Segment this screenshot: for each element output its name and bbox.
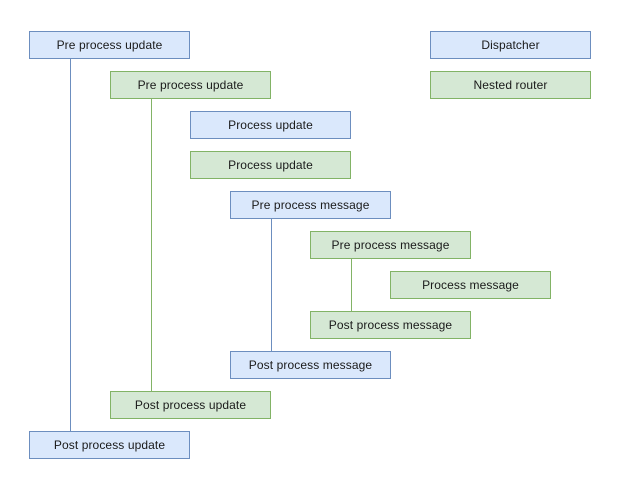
node-post-process-update-dispatcher[interactable]: Post process update <box>29 431 190 459</box>
node-process-message-router[interactable]: Process message <box>390 271 551 299</box>
edge-pre-message-to-post-message-router <box>351 259 352 311</box>
node-process-update-dispatcher[interactable]: Process update <box>190 111 351 139</box>
legend-item-dispatcher[interactable]: Dispatcher <box>430 31 591 59</box>
node-pre-process-message-router[interactable]: Pre process message <box>310 231 471 259</box>
legend-item-nested-router[interactable]: Nested router <box>430 71 591 99</box>
edge-pre-update-to-post-update-dispatcher <box>70 59 71 431</box>
node-post-process-update-router[interactable]: Post process update <box>110 391 271 419</box>
edge-pre-message-to-post-message-dispatcher <box>271 219 272 351</box>
node-pre-process-message-dispatcher[interactable]: Pre process message <box>230 191 391 219</box>
node-pre-process-update-dispatcher[interactable]: Pre process update <box>29 31 190 59</box>
legend: Dispatcher Nested router <box>0 0 621 120</box>
node-process-update-router[interactable]: Process update <box>190 151 351 179</box>
node-post-process-message-router[interactable]: Post process message <box>310 311 471 339</box>
edge-pre-update-to-post-update-router <box>151 99 152 391</box>
node-post-process-message-dispatcher[interactable]: Post process message <box>230 351 391 379</box>
node-pre-process-update-router[interactable]: Pre process update <box>110 71 271 99</box>
